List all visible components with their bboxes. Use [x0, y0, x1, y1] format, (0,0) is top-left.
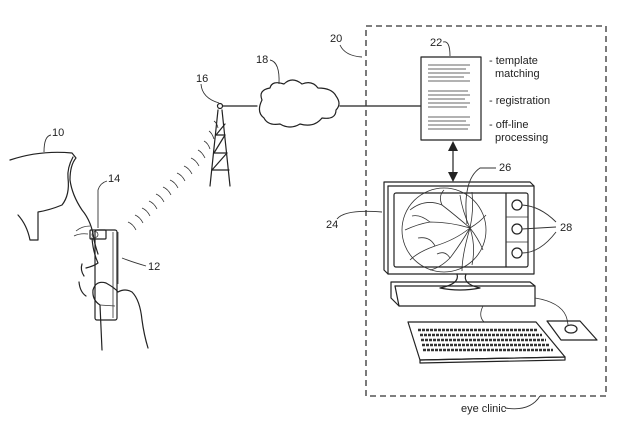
camera-label: 14	[97, 173, 120, 228]
controls-label: 28	[521, 204, 572, 254]
function-template: - template	[489, 55, 538, 67]
tower-label: 16	[196, 73, 220, 104]
eye-clinic-text: eye clinic	[461, 403, 507, 415]
mouse-cable	[534, 297, 569, 327]
ref-28: 28	[560, 222, 572, 234]
computer-base-unit	[390, 281, 536, 307]
network-cloud-icon	[258, 79, 340, 128]
eye-clinic-caption: eye clinic	[461, 395, 541, 415]
ref-12: 12	[148, 261, 160, 273]
ref-14: 14	[108, 173, 120, 185]
ref-10: 10	[52, 127, 64, 139]
ref-16: 16	[196, 73, 208, 85]
camera-attachment	[89, 229, 107, 240]
ref-22: 22	[430, 37, 442, 49]
server-document-icon	[420, 56, 482, 141]
mouse-icon	[546, 320, 598, 341]
monitor-label: 24	[326, 210, 383, 231]
function-template-cont: matching	[495, 68, 540, 80]
server-label: 22	[430, 37, 451, 57]
fundus-image	[401, 187, 487, 273]
ref-26: 26	[499, 162, 511, 174]
control-button-2	[511, 223, 523, 235]
control-button-1	[511, 199, 523, 211]
control-button-3	[511, 247, 523, 259]
device-label: 12	[121, 257, 160, 273]
ref-20: 20	[330, 33, 342, 45]
server-functions-list: - template matching - registration - off…	[489, 55, 550, 144]
patient-head	[9, 151, 99, 297]
handheld-device	[92, 229, 149, 351]
bidirectional-arrow-icon	[448, 141, 458, 182]
computer-monitor	[383, 181, 535, 291]
boundary-label: 20	[330, 33, 363, 58]
cell-tower-icon	[209, 102, 231, 187]
function-offline: - off-line	[489, 119, 529, 131]
control-buttons	[511, 199, 523, 259]
ref-18: 18	[256, 54, 268, 66]
cloud-label: 18	[256, 54, 280, 85]
fundus-label: 26	[465, 162, 511, 225]
keyboard-cable	[480, 305, 485, 323]
function-offline-cont: processing	[495, 132, 548, 144]
ref-24: 24	[326, 219, 338, 231]
keyboard-icon	[407, 321, 566, 364]
function-registration: - registration	[489, 95, 550, 107]
patient-label: 10	[43, 127, 64, 153]
wireless-signal-icon	[127, 120, 219, 231]
